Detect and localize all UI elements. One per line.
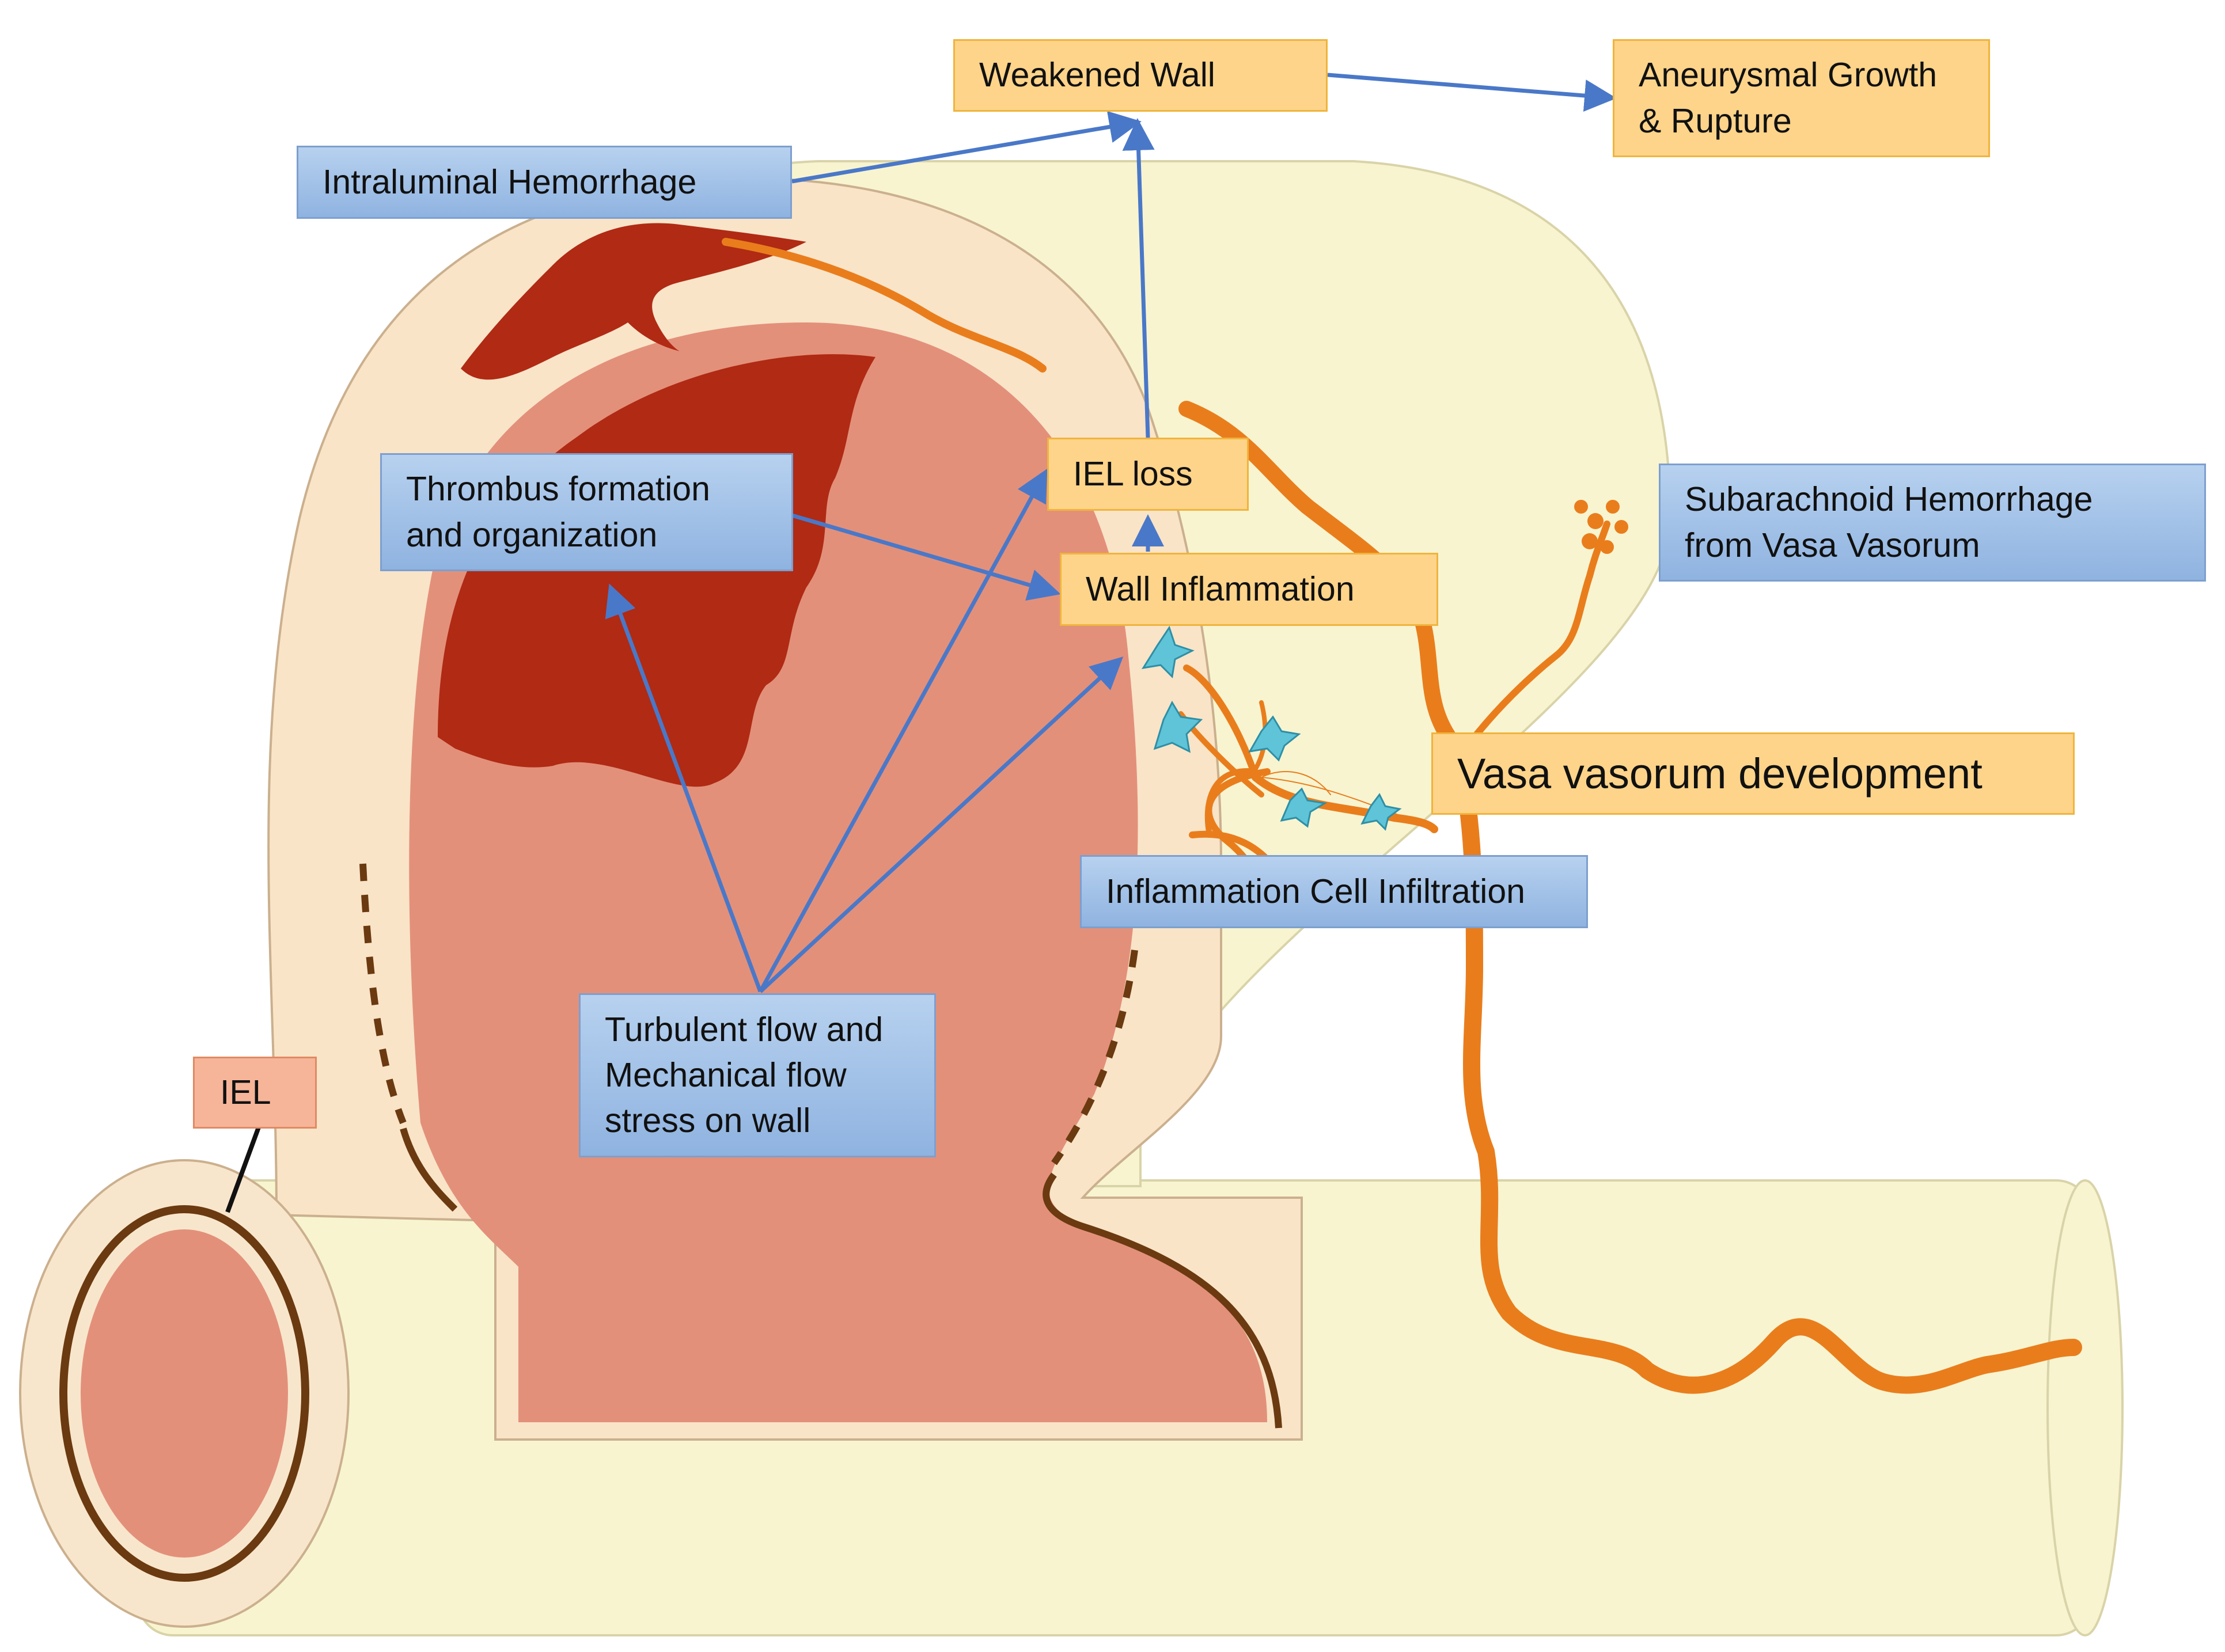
iel-ring: [59, 1205, 309, 1582]
label-thrombus-formation: Thrombus formation and organization: [380, 453, 793, 571]
label-subarachnoid-hemorrhage-line-1: Subarachnoid Hemorrhage: [1685, 480, 2093, 519]
arrow-turbulent-to-inflammation: [759, 656, 1124, 993]
label-iel-loss: IEL loss: [1047, 438, 1249, 511]
label-wall-inflammation: Wall Inflammation: [1060, 553, 1438, 626]
label-aneurysmal-growth-line-1: Aneurysmal Growth: [1639, 56, 1938, 94]
label-weakened-wall: Weakened Wall: [953, 39, 1328, 112]
label-vasa-vasorum-development-text: Vasa vasorum development: [1457, 749, 1983, 797]
vessel-cross-section: [19, 1159, 350, 1628]
vessel-tube-end-right: [2046, 1179, 2124, 1636]
label-turbulent-flow-line-3: stress on wall: [605, 1102, 811, 1140]
label-iel-loss-text: IEL loss: [1073, 454, 1193, 493]
label-subarachnoid-hemorrhage: Subarachnoid Hemorrhage from Vasa Vasoru…: [1659, 464, 2206, 582]
label-turbulent-flow: Turbulent flow and Mechanical flow stres…: [579, 993, 936, 1157]
intramural-hemorrhage: [461, 223, 806, 380]
label-turbulent-flow-line-1: Turbulent flow and: [605, 1010, 884, 1049]
arrows: [605, 73, 1617, 993]
label-weakened-wall-text: Weakened Wall: [979, 56, 1215, 94]
inflammatory-cells: [1141, 625, 1402, 831]
label-intraluminal-hemorrhage: Intraluminal Hemorrhage: [297, 146, 792, 219]
label-wall-inflammation-text: Wall Inflammation: [1086, 569, 1355, 608]
label-intraluminal-hemorrhage-text: Intraluminal Hemorrhage: [323, 162, 697, 201]
label-inflammation-cell-infiltration: Inflammation Cell Infiltration: [1080, 855, 1588, 928]
label-iel: IEL: [193, 1057, 317, 1129]
label-subarachnoid-hemorrhage-line-2: from Vasa Vasorum: [1685, 526, 1980, 564]
label-thrombus-formation-line-2: and organization: [406, 515, 658, 554]
arrow-iel-loss-to-weakened: [1122, 118, 1155, 438]
cross-section-lumen: [81, 1229, 288, 1558]
arrow-turbulent-to-iel-loss: [758, 468, 1048, 993]
label-turbulent-flow-line-2: Mechanical flow: [605, 1055, 847, 1094]
iel-pointer-line: [225, 1125, 261, 1213]
label-aneurysmal-growth-line-2: & Rupture: [1639, 101, 1792, 140]
arrow-weakened-to-rupture: [1327, 73, 1617, 112]
label-thrombus-formation-line-1: Thrombus formation: [406, 470, 710, 508]
label-vasa-vasorum-development: Vasa vasorum development: [1431, 732, 2075, 815]
label-inflammation-cell-infiltration-text: Inflammation Cell Infiltration: [1106, 872, 1525, 910]
arrow-hemorrhage-to-weakened: [791, 111, 1142, 184]
sah-bloom: [1574, 500, 1628, 554]
label-aneurysmal-growth: Aneurysmal Growth & Rupture: [1613, 39, 1990, 157]
iel-lines: [359, 863, 1282, 1429]
arrow-thrombus-to-inflammation: [791, 513, 1061, 601]
arrow-turbulent-to-thrombus: [605, 583, 763, 993]
label-iel-text: IEL: [220, 1073, 271, 1111]
